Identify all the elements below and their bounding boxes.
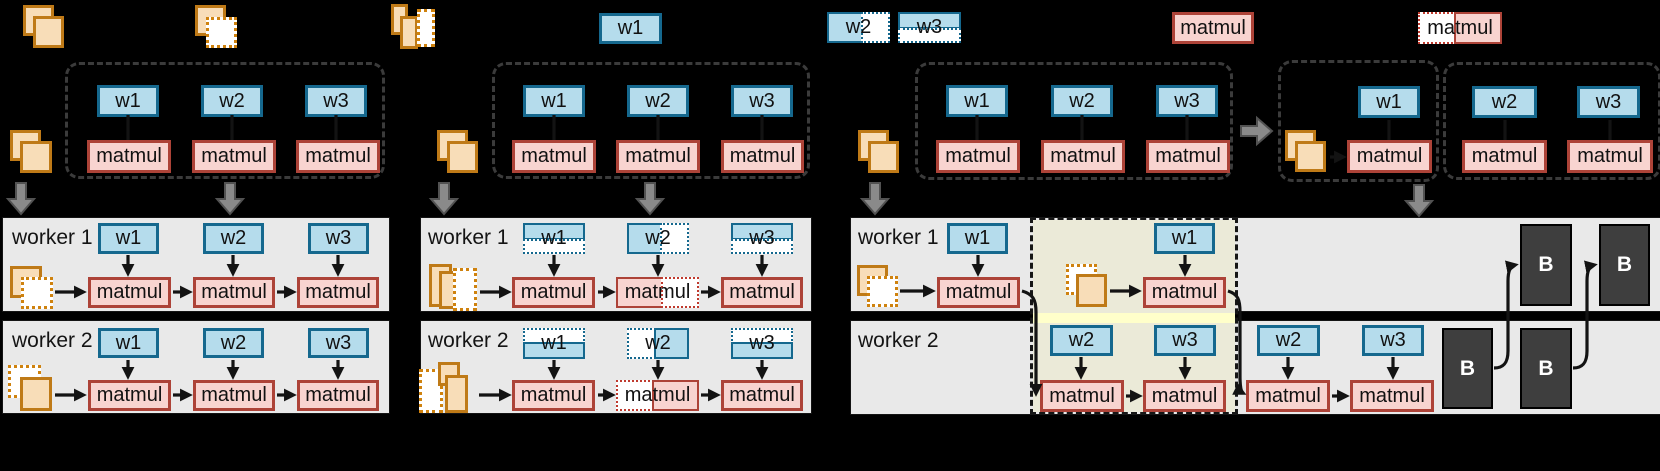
worker1-label: worker 1 [12, 226, 93, 249]
weight-badge-w2-sharded: w2 [827, 12, 890, 43]
matmul-box-sharded: matmul [616, 380, 699, 411]
matmul-box: matmul [721, 380, 803, 411]
weight-box-w1: w1 [947, 223, 1008, 254]
data-batch-icon [20, 141, 52, 173]
matmul-badge: matmul [1172, 12, 1254, 44]
matmul-box: matmul [87, 140, 171, 173]
program-graph-box-p2 [492, 62, 810, 179]
data-shard-icon [453, 268, 477, 311]
data-batch-icon [868, 141, 899, 173]
worker2-label: worker 2 [858, 329, 939, 352]
weight-box-w2: w2 [201, 85, 263, 117]
gray-down-arrows [5, 182, 1435, 218]
pipeline-stage1-box [1278, 60, 1439, 182]
backward-box: B [1442, 328, 1493, 409]
matmul-box: matmul [88, 380, 171, 411]
weight-box-w2: w2 [627, 85, 689, 117]
matmul-box: matmul [616, 140, 700, 173]
backward-box: B [1520, 224, 1572, 306]
weight-box-w1-sharded: w1 [523, 328, 585, 359]
data-shard-icon [21, 277, 53, 309]
weight-box-w3-sharded: w3 [731, 328, 793, 359]
data-batch-icon [1076, 274, 1107, 307]
gray-right-arrow [1240, 115, 1274, 147]
matmul-box: matmul [193, 277, 275, 308]
matmul-box: matmul [1146, 140, 1230, 173]
weight-box-w3: w3 [1577, 86, 1640, 118]
matmul-box: matmul [512, 277, 595, 308]
weight-box-w2: w2 [1472, 86, 1537, 118]
data-shard-icon [206, 17, 237, 48]
weight-box-w3: w3 [1156, 85, 1218, 117]
data-batch-icon [447, 141, 478, 173]
weight-box-w1: w1 [98, 328, 159, 358]
matmul-box: matmul [721, 140, 804, 173]
weight-box-w3-sharded: w3 [731, 223, 793, 254]
weight-box-w2: w2 [1257, 325, 1320, 356]
data-batch-icon [33, 16, 64, 48]
data-batch-icon [20, 377, 52, 411]
matmul-box: matmul [297, 380, 379, 411]
data-shard-icon [867, 276, 898, 307]
matmul-box: matmul [192, 140, 276, 173]
matmul-box: matmul [1143, 277, 1226, 308]
weight-box-w2: w2 [1051, 85, 1113, 117]
data-batch-icon [400, 16, 418, 49]
matmul-box: matmul [1143, 380, 1226, 412]
matmul-box: matmul [1347, 140, 1432, 173]
matmul-box: matmul [296, 140, 380, 173]
weight-box-w1: w1 [1358, 86, 1420, 118]
matmul-box: matmul [937, 277, 1020, 308]
weight-box-w2-sharded: w2 [627, 223, 689, 254]
worker2-label: worker 2 [12, 329, 93, 352]
weight-box-w2: w2 [203, 328, 264, 358]
data-shard-icon [419, 369, 443, 413]
weight-box-w3: w3 [731, 85, 793, 117]
matmul-box: matmul [936, 140, 1020, 173]
worker2-label: worker 2 [428, 329, 509, 352]
matmul-box: matmul [1350, 380, 1434, 412]
backward-box: B [1599, 224, 1650, 306]
matmul-box: matmul [88, 277, 171, 308]
matmul-box: matmul [512, 380, 595, 411]
weight-box-w3: w3 [1362, 325, 1424, 356]
worker1-label: worker 1 [858, 226, 939, 249]
weight-box-w1: w1 [946, 85, 1008, 117]
matmul-box: matmul [721, 277, 803, 308]
program-graph-box-p1 [65, 62, 385, 179]
weight-box-w1-sharded: w1 [523, 223, 585, 254]
data-batch-icon [1295, 141, 1326, 172]
data-batch-icon [445, 375, 468, 413]
weight-box-w3: w3 [308, 223, 369, 254]
matmul-box: matmul [1041, 140, 1125, 173]
weight-box-w1: w1 [523, 85, 585, 117]
matmul-badge-sharded: matmul [1418, 12, 1502, 44]
pipeline-stage2-box [1443, 62, 1660, 180]
weight-box-w3: w3 [308, 328, 369, 358]
weight-box-w2: w2 [203, 223, 264, 254]
matmul-box: matmul [1567, 140, 1653, 173]
weight-box-w3: w3 [1154, 325, 1216, 356]
weight-badge-w1: w1 [599, 13, 662, 44]
matmul-box-sharded: matmul [616, 277, 699, 308]
data-shard-icon [417, 9, 435, 47]
matmul-box: matmul [297, 277, 379, 308]
worker1-label: worker 1 [428, 226, 509, 249]
backward-box: B [1520, 328, 1572, 409]
matmul-box: matmul [1462, 140, 1547, 173]
weight-box-w1: w1 [1154, 223, 1215, 254]
matmul-box: matmul [193, 380, 275, 411]
weight-box-w1: w1 [98, 223, 159, 254]
matmul-box: matmul [512, 140, 596, 173]
weight-box-w2-sharded: w2 [627, 328, 689, 359]
weight-box-w2: w2 [1050, 325, 1113, 356]
matmul-box: matmul [1246, 380, 1330, 412]
weight-badge-w3-sharded: w3 [898, 12, 961, 43]
program-graph-box-p3 [915, 62, 1233, 180]
matmul-box: matmul [1040, 380, 1124, 412]
weight-box-w3: w3 [305, 85, 367, 117]
weight-box-w1: w1 [97, 85, 159, 117]
